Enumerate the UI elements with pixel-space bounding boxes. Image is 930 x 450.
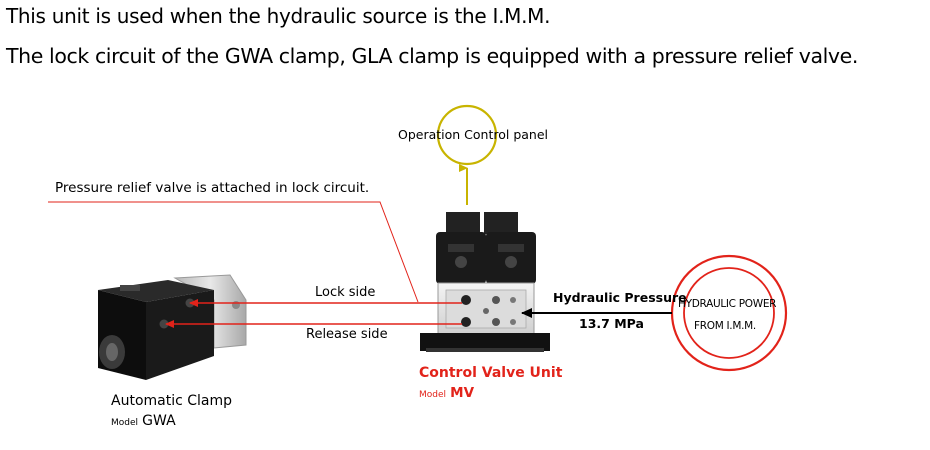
release-side-label: Release side [306,327,388,342]
hydraulic-pressure-label: Hydraulic Pressure [553,290,687,305]
clamp-model: Model GWA [111,413,176,429]
pressure-value: 13.7 MPa [579,316,644,331]
heading-line-2: The lock circuit of the GWA clamp, GLA c… [6,44,858,68]
control-valve-unit-label: Control Valve Unit [419,365,563,381]
heading-line-1: This unit is used when the hydraulic sou… [6,4,551,28]
automatic-clamp-image [98,274,247,380]
operation-panel-label: Operation Control panel [398,127,549,142]
hydraulic-power-source-symbol [670,254,788,372]
relief-valve-note: Pressure relief valve is attached in loc… [55,180,370,196]
lock-side-label: Lock side [315,285,376,300]
relief-note-leader [48,201,419,303]
control-valve-unit-model: Model MV [419,385,475,401]
power-source-label-1: HYDRAULIC POWER [678,298,777,310]
power-source-label-2: FROM I.M.M. [694,320,756,332]
control-valve-unit-image [420,212,550,352]
clamp-name-label: Automatic Clamp [111,393,233,409]
